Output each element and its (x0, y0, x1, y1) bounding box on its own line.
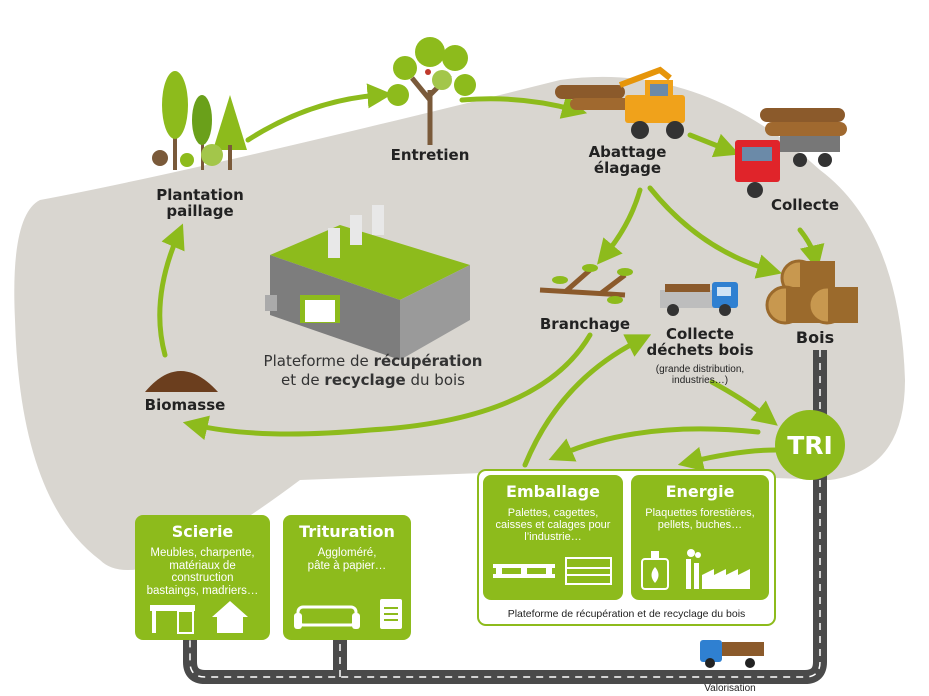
valorisation-label: Valorisation (704, 683, 756, 694)
arrow-entretien-abattage (459, 94, 588, 119)
stage-collecte: Collecte (770, 196, 839, 214)
stove-factory-icon (641, 549, 750, 590)
stage-bois: Bois (795, 328, 835, 347)
branches-icon (539, 264, 633, 304)
stage-biomasse: Biomasse (144, 396, 226, 414)
harvester-icon (555, 66, 685, 139)
arrow-dechets-tri (709, 379, 778, 426)
factory-icon (265, 205, 470, 360)
card-trituration-title: Trituration (299, 522, 395, 541)
stage-abattage: Abattage élagage (588, 143, 667, 177)
logging-truck-icon (735, 108, 847, 198)
card-emballage-title: Emballage (506, 482, 600, 501)
center-caption: Plateforme de récupération et de recycla… (228, 352, 518, 390)
card-trituration-desc: Aggloméré, pâte à papier… (307, 547, 387, 572)
arrow-collecte-bois (797, 227, 825, 271)
entretien-tree-icon (387, 37, 476, 145)
road (183, 350, 827, 684)
logs-icon (765, 259, 858, 325)
stage-plantation: Plantation paillage (156, 186, 244, 220)
arrow-biomasse-plantation (157, 223, 185, 358)
arrow-plantation-entretien (245, 83, 393, 143)
arrow-abattage-bois (647, 185, 783, 279)
biomass-pile-icon (145, 371, 218, 392)
stage-collecte-dechets: Collecte déchets bois (646, 325, 754, 359)
stage-entretien: Entretien (390, 146, 470, 164)
card-scierie-title: Scierie (171, 522, 234, 541)
arrow-emballage-dechets (522, 334, 652, 468)
valorisation-truck-icon (700, 640, 764, 668)
sofa-document-icon (294, 599, 402, 629)
center-caption-line1: Plateforme de récupération (263, 352, 483, 370)
stage-branchage: Branchage (539, 315, 631, 333)
arrow-tri-emballage (548, 426, 761, 462)
tri-node: TRI (775, 410, 845, 480)
card-scierie: Scierie Meubles, charpente, matériaux de… (135, 515, 270, 640)
center-caption-line2: et de recyclage du bois (281, 370, 465, 389)
platform-caption: Plateforme de récupération et de recycla… (507, 608, 746, 620)
arrow-tri-energie (677, 446, 779, 472)
card-energie-title: Energie (665, 482, 735, 501)
card-emballage: Emballage Palettes, cagettes, caisses et… (483, 475, 623, 600)
arrow-abattage-collecte (687, 132, 740, 158)
pallet-crate-icon (493, 557, 612, 585)
waste-truck-icon (660, 282, 738, 316)
flow-arrows (157, 83, 825, 472)
arrow-branchage-biomasse (182, 332, 593, 440)
collecte-dechets-note: (grande distribution, industries…) (655, 364, 745, 386)
plantation-trees-icon (152, 71, 247, 170)
arrow-abattage-branchage (596, 187, 643, 265)
card-scierie-desc: Meubles, charpente, matériaux de constru… (146, 547, 259, 597)
furniture-house-icon (150, 601, 248, 634)
card-emballage-desc: Palettes, cagettes, caisses et calages p… (495, 507, 611, 544)
card-energie-desc: Plaquettes forestières, pellets, buches… (645, 507, 755, 532)
